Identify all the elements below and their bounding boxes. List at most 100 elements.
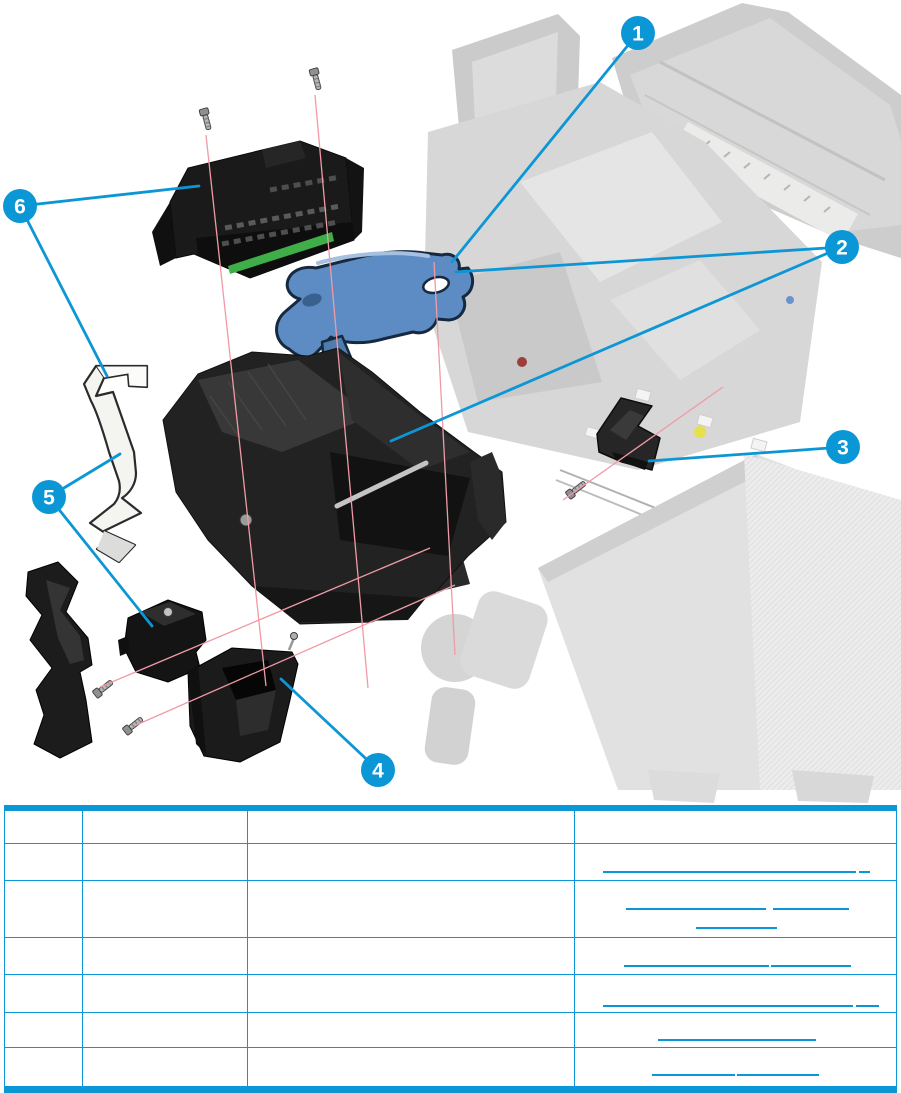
table-header-cell [248,811,575,843]
alignment-line [433,261,456,656]
table-cell [5,1048,83,1086]
table-cell [83,1048,248,1086]
leader-line [279,677,380,772]
carriage-assembly-part [162,347,507,625]
table-cell [575,938,896,974]
v-bracket-part [596,397,661,471]
link-underline[interactable] [859,871,870,873]
handle-hook-hole [422,275,450,295]
screw-icon [163,607,173,617]
callout-number: 5 [43,487,55,510]
table-cell [5,938,83,974]
table-bottom-rule [4,1086,897,1093]
callout-number: 6 [14,196,26,219]
table-cell [575,844,896,880]
link-underline[interactable] [658,1039,816,1041]
exploded-parts [25,67,661,763]
table-cell [5,975,83,1012]
leader-line [647,445,845,463]
table-cell [83,1013,248,1047]
leader-line [18,204,109,378]
table-cell [248,938,575,974]
printer-background [421,3,901,803]
screw-icon [290,632,298,640]
leader-line [450,31,640,264]
callout-number: 2 [836,237,848,260]
table-cell [5,1013,83,1047]
table-row [5,938,896,975]
left-bracket-part [25,561,93,759]
pcb-green-edge [228,232,334,274]
table-row [5,881,896,938]
table-cell [5,844,83,880]
link-underline[interactable] [737,1074,819,1076]
table-cell [83,938,248,974]
table-row [5,975,896,1013]
link-underline[interactable] [652,1074,735,1076]
table-header-cell [83,811,248,843]
table-header-cell [575,811,896,843]
alignment-line [133,584,456,727]
screw-icon [308,67,324,92]
table-cell [575,1013,896,1047]
callout-badge [361,753,395,787]
leader-line [47,495,154,628]
callout-badges: 1 2 3 4 5 6 [3,16,860,787]
table-row [5,1048,896,1086]
table-cell [248,1048,575,1086]
table-cell [248,1013,575,1047]
link-underline[interactable] [773,908,849,910]
screw-alignment-lines [99,94,724,727]
screw-icon [198,107,214,132]
callout-leader-lines [18,31,845,772]
link-underline[interactable] [696,927,777,929]
link-underline[interactable] [603,871,856,873]
lower-bracket-part [187,632,299,763]
table-cell [248,881,575,937]
callout-number: 3 [837,437,849,460]
alignment-line [205,134,267,687]
table-cell [248,844,575,880]
link-underline[interactable] [603,1005,853,1007]
callout-number: 4 [372,760,384,783]
callout-badge [3,189,37,223]
table-row [5,1013,896,1048]
cable-bracket-part [82,364,149,564]
link-underline[interactable] [771,965,851,967]
table-cell [248,975,575,1012]
table-cell [575,1048,896,1086]
table-cell [5,881,83,937]
link-underline[interactable] [856,1005,879,1007]
station-red-coil [517,357,527,367]
leader-line [389,245,844,443]
screw-icon [121,714,146,737]
table-top-rule [4,805,897,811]
table-cell [83,975,248,1012]
cutter-block-part [118,599,207,683]
link-underline[interactable] [626,908,766,910]
callout-badge [825,230,859,264]
station-yellow-cap [694,426,706,438]
carriage-rod [334,460,429,509]
printer-mesh-panel [744,454,901,790]
callout-number: 1 [632,23,644,46]
callout-badge [826,430,860,464]
callout-badge [621,16,655,50]
callout-badge [32,480,66,514]
link-underline[interactable] [624,965,769,967]
printer-platen-strip [672,122,858,242]
table-header-cell [5,811,83,843]
leader-line [18,184,201,208]
alignment-line [562,386,724,501]
table-row [5,844,896,881]
table-cell [83,844,248,880]
table-cell [83,881,248,937]
exploded-view-figure: 1 2 3 4 5 6 [3,3,901,803]
alignment-line [314,94,369,689]
table-header-row [5,811,896,844]
pca-cover-part [152,140,364,279]
parts-table [4,805,897,1093]
leader-line [454,245,844,274]
screw-icon [91,677,116,700]
